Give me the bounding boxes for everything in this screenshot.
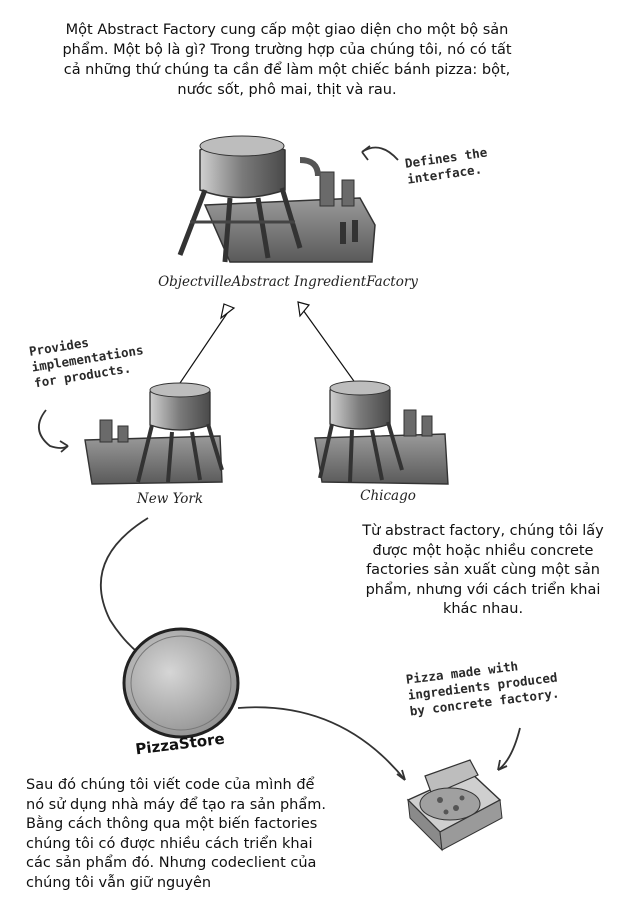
- new-york-factory-illustration: [84, 382, 224, 485]
- chicago-label: Chicago: [360, 488, 416, 504]
- inheritance-arrows: [177, 301, 357, 387]
- abstract-factory-label: ObjectvilleAbstract IngredientFactory: [158, 274, 418, 290]
- new-york-label: New York: [136, 491, 204, 507]
- abstract-factory-illustration: [177, 135, 376, 263]
- chicago-factory-illustration: [314, 380, 449, 485]
- pizza-box-illustration: [406, 759, 503, 852]
- intro-text: Một Abstract Factory cung cấp một giao d…: [62, 22, 512, 98]
- client-code-text: Sau đó chúng tôi viết code của mình để n…: [26, 777, 326, 891]
- concrete-factories-text: Từ abstract factory, chúng tôi lấy được …: [362, 523, 604, 617]
- pizza-store-illustration: [122, 627, 240, 739]
